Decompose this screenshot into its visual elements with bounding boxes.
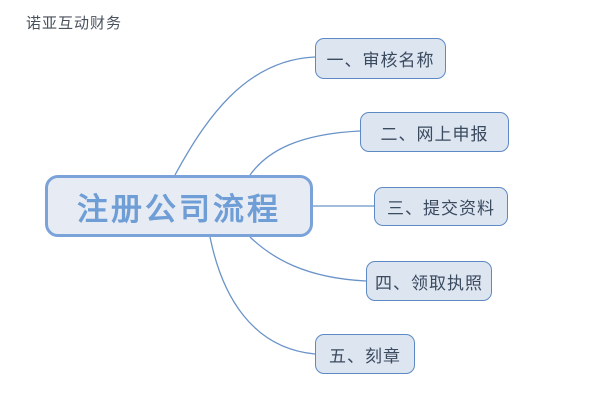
branch-node-4[interactable]: 四、领取执照 — [366, 261, 492, 301]
connector-branch-2 — [249, 130, 361, 176]
connector-branch-4 — [249, 236, 367, 282]
branch-node-2[interactable]: 二、网上申报 — [360, 112, 509, 152]
connector-branch-1 — [174, 56, 316, 176]
central-node[interactable]: 注册公司流程 — [45, 175, 313, 237]
branch-node-5[interactable]: 五、刻章 — [315, 334, 415, 374]
watermark-label: 诺亚互动财务 — [26, 14, 123, 32]
branch-node-1[interactable]: 一、审核名称 — [315, 38, 446, 79]
branch-node-3[interactable]: 三、提交资料 — [374, 187, 508, 226]
connector-branch-5 — [209, 236, 316, 355]
